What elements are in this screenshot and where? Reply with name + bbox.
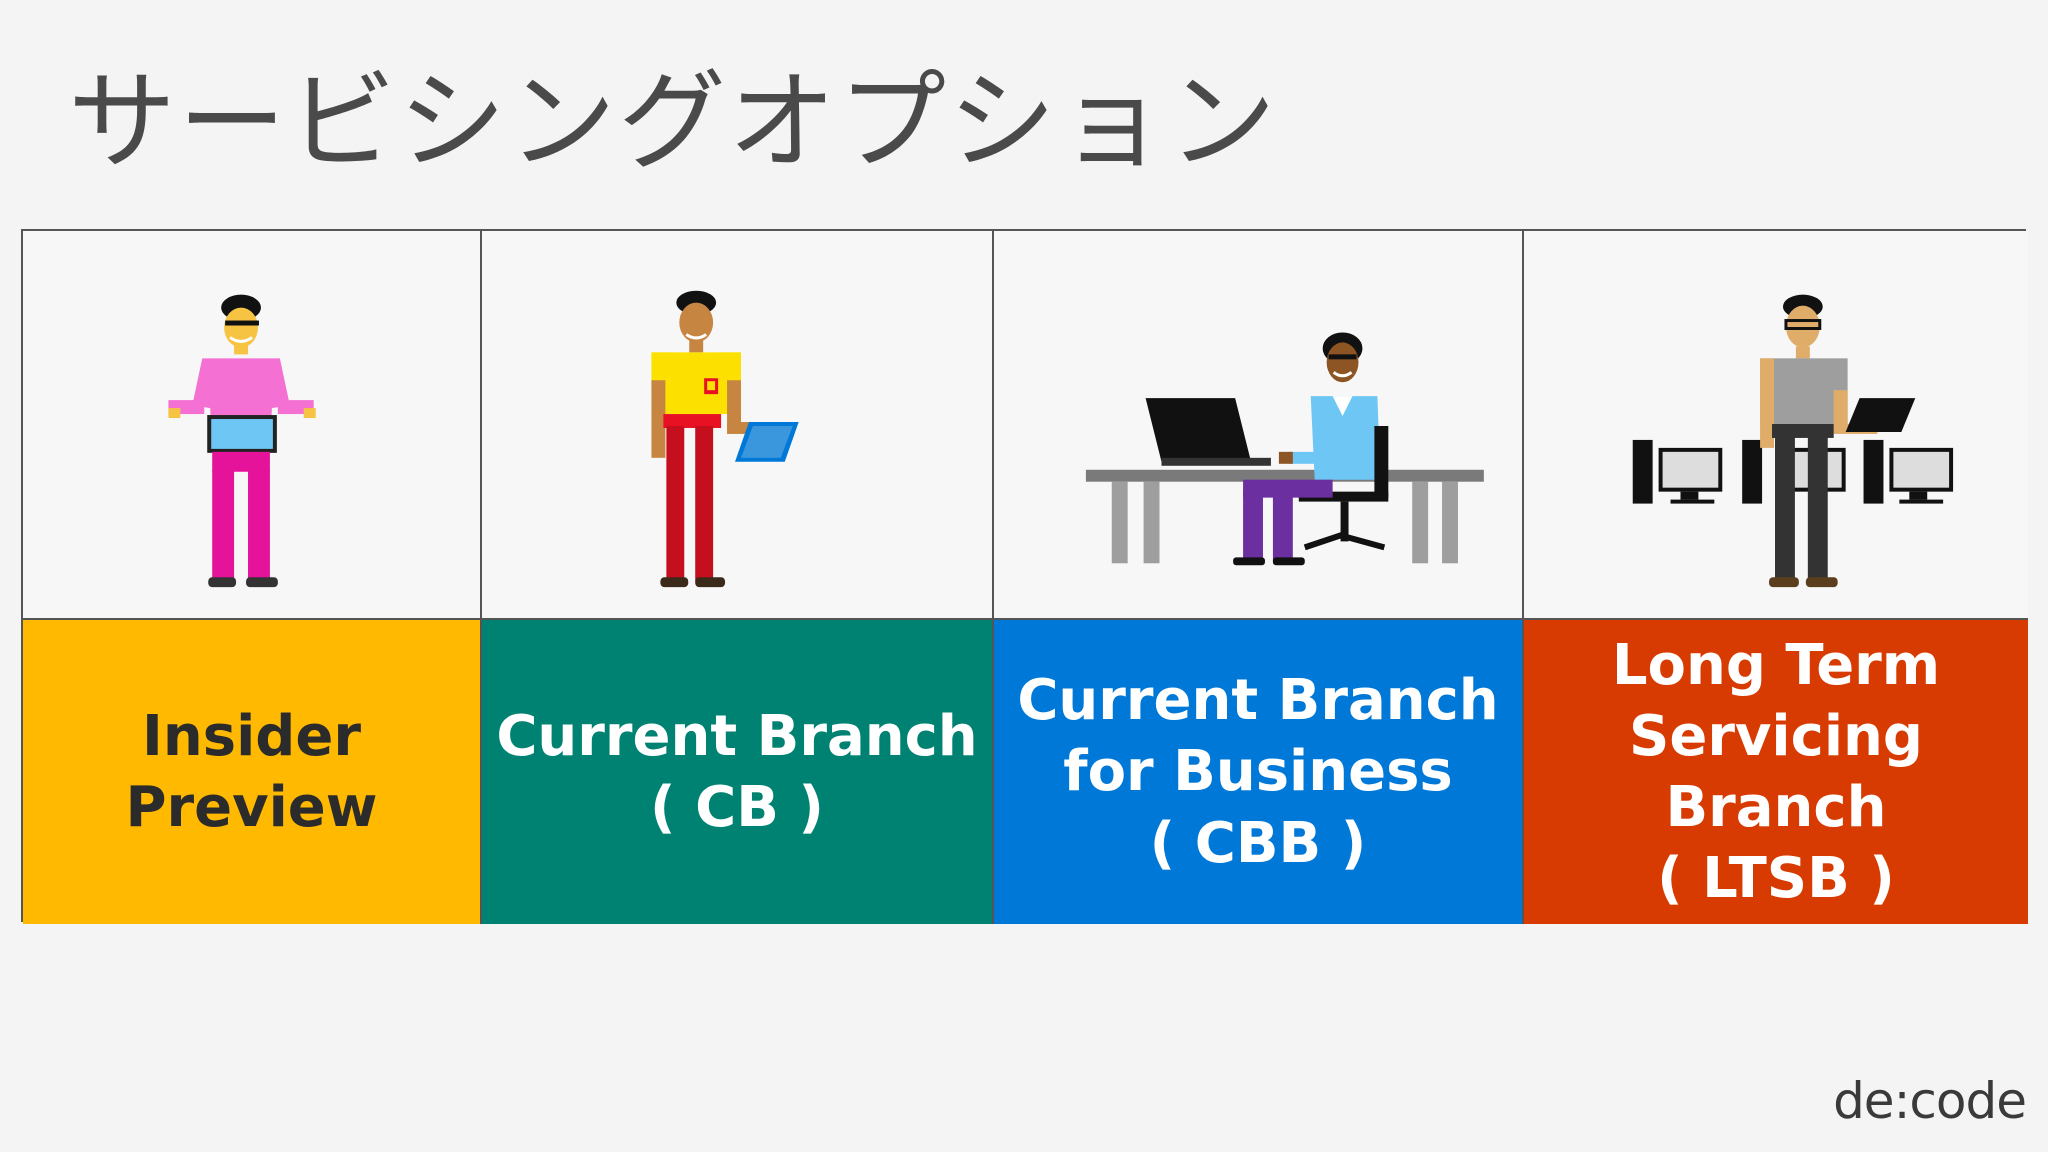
person-with-computers-icon (1632, 294, 1954, 588)
person-holding-tablet-icon (168, 294, 316, 588)
person-with-laptop-icon (651, 290, 799, 588)
insider-illustration-cell (23, 231, 482, 620)
person-at-desk-icon (1085, 332, 1484, 566)
cbb-illustration-cell (994, 231, 1524, 620)
ltsb-illustration-cell (1524, 231, 2028, 620)
current-branch-label-cell: Current Branch ( CB ) (482, 620, 994, 924)
decode-logo: de:code (1833, 1072, 2027, 1130)
current-branch-business-label-cell: Current Branch for Business ( CBB ) (994, 620, 1524, 924)
ltsb-label: Long Term Servicing Branch ( LTSB ) (1611, 632, 1941, 912)
ltsb-label-cell: Long Term Servicing Branch ( LTSB ) (1524, 620, 2028, 924)
current-branch-business-label: Current Branch for Business ( CBB ) (1017, 668, 1499, 876)
current-branch-label: Current Branch ( CB ) (496, 703, 978, 840)
servicing-options-grid: Insider Preview Current Branch ( CB ) Cu… (21, 229, 2028, 924)
insider-preview-label-cell: Insider Preview (23, 620, 482, 924)
insider-preview-label: Insider Preview (125, 703, 378, 840)
slide-title: サービシングオプション (68, 60, 1279, 185)
cb-illustration-cell (482, 231, 994, 620)
